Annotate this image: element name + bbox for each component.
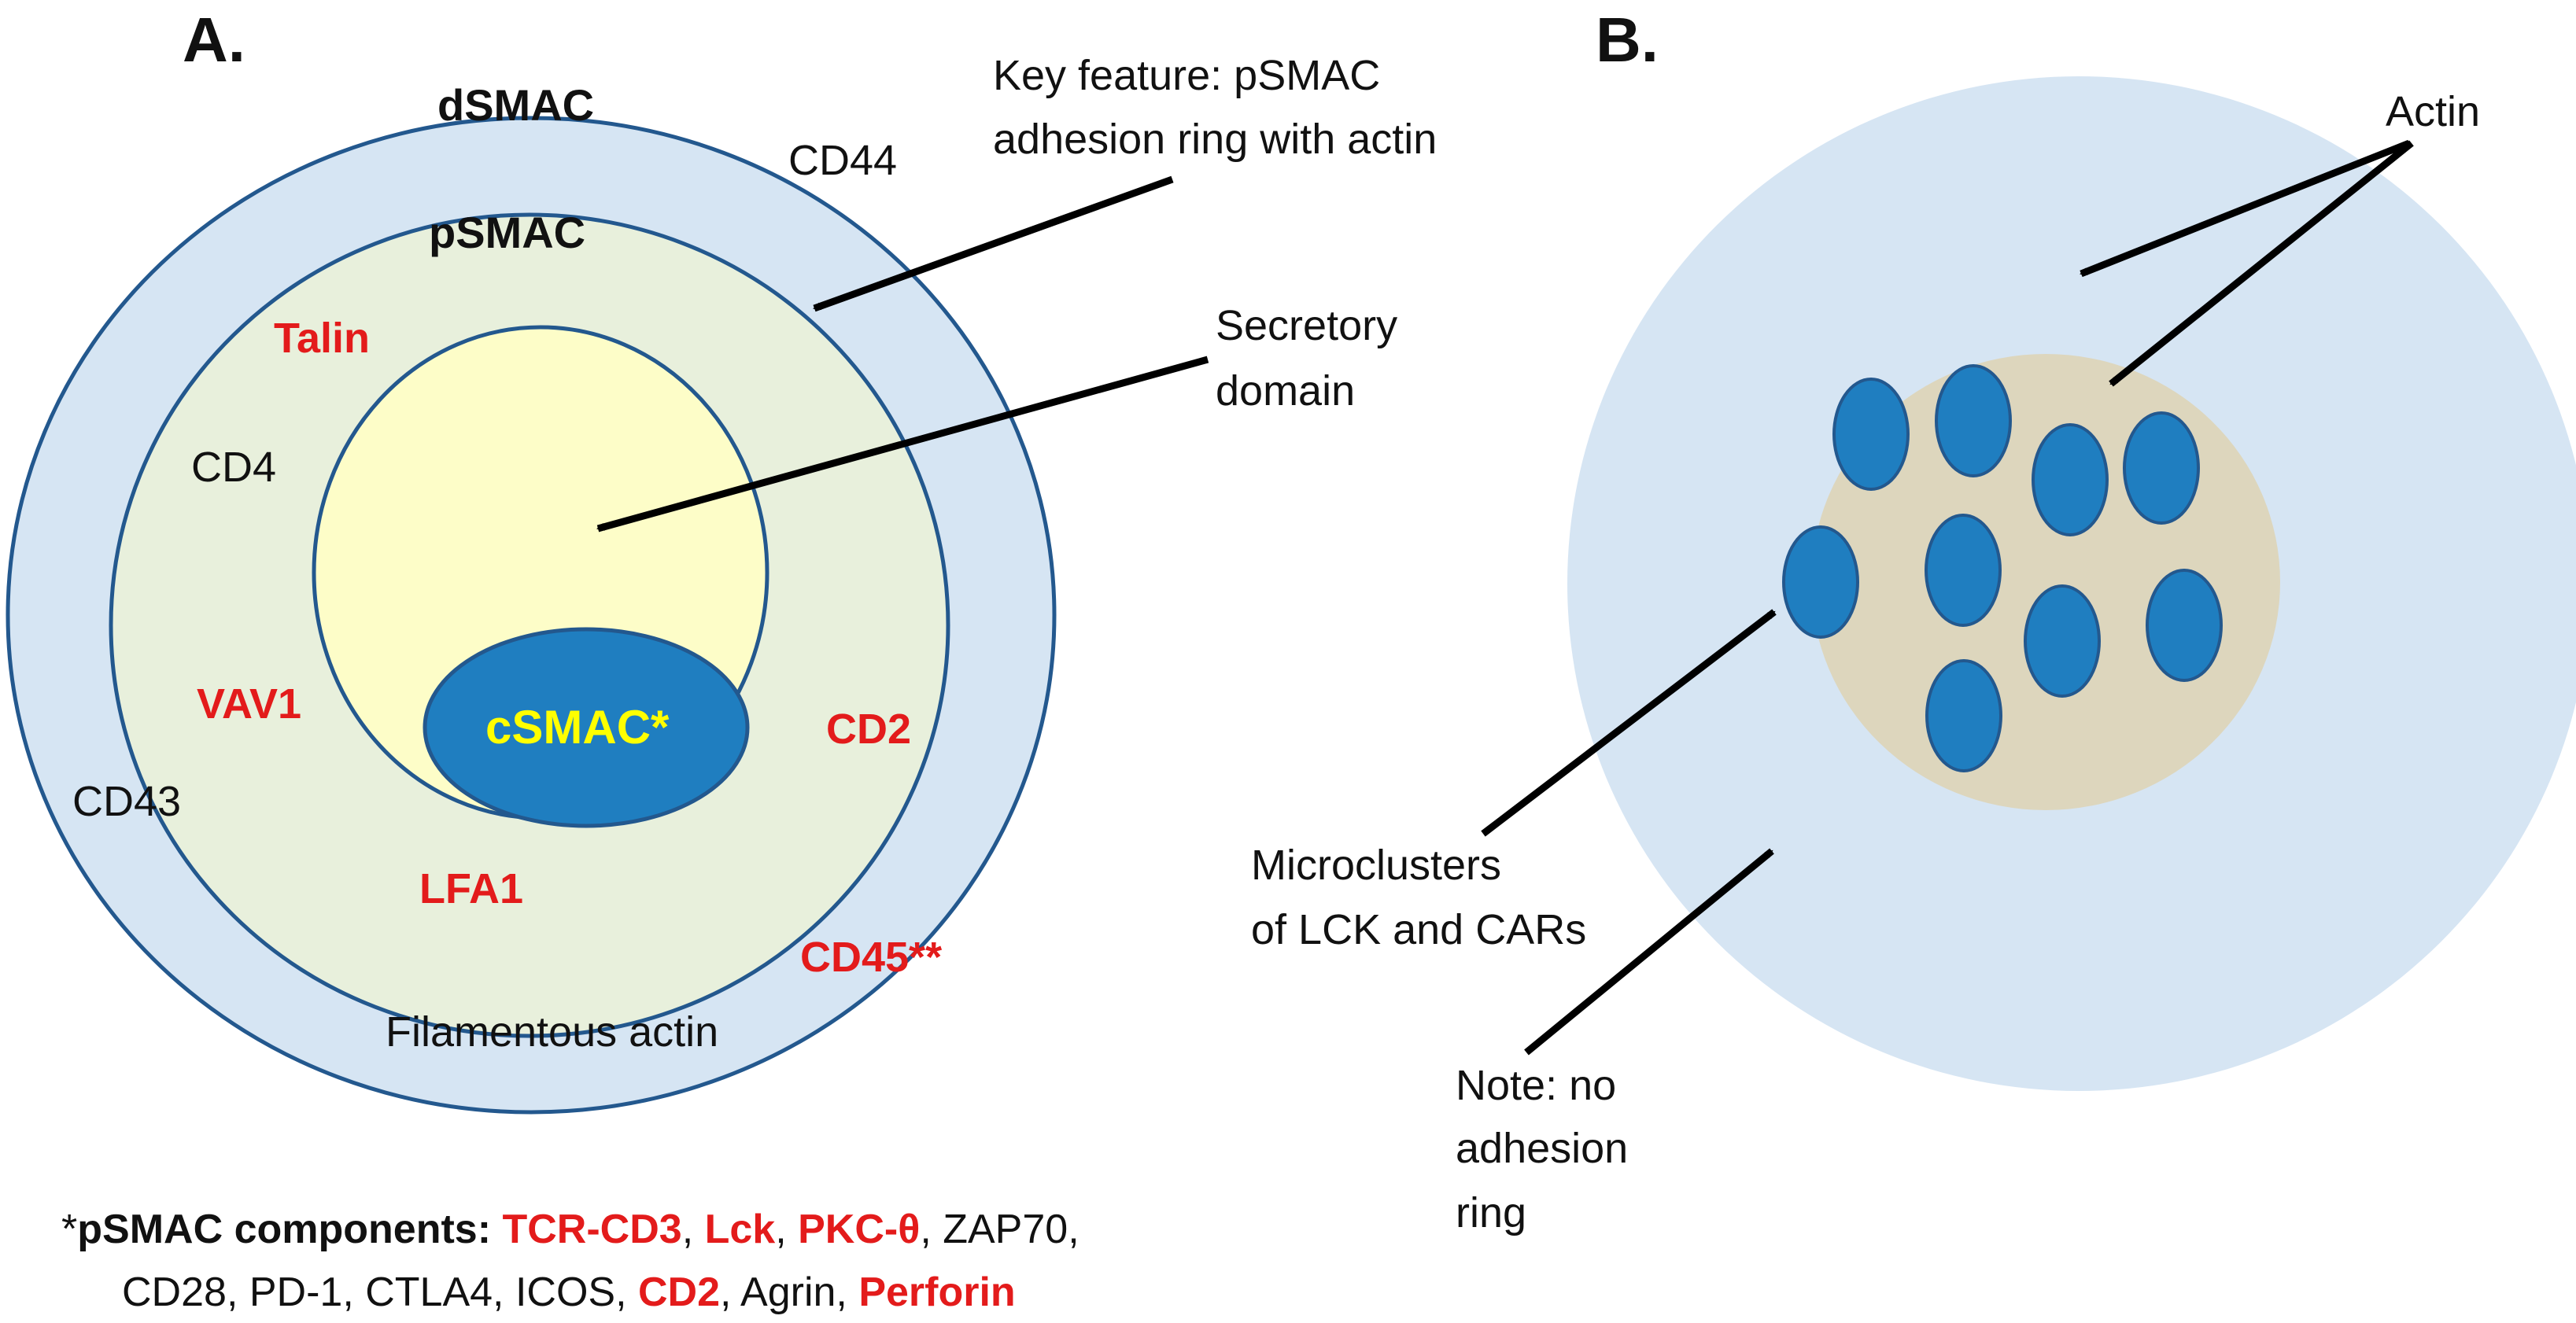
microcluster <box>1925 659 2002 772</box>
vav1-label: VAV1 <box>197 680 301 728</box>
footnote-item: CD28, PD-1, CTLA4, ICOS, <box>122 1270 638 1315</box>
footnote-item: , <box>775 1207 798 1252</box>
footnote-item: CD2 <box>638 1270 720 1315</box>
footnote-item: PKC-θ <box>798 1207 920 1252</box>
filamentous-actin-label: Filamentous actin <box>386 1008 718 1056</box>
csmac-disk <box>423 627 750 828</box>
lfa1-label: LFA1 <box>419 865 523 912</box>
psmac-label: pSMAC <box>429 208 585 257</box>
key-feature-arrow <box>813 175 1174 312</box>
key-feature-line2: adhesion ring with actin <box>993 116 1437 163</box>
cd45-label: CD45** <box>800 934 942 981</box>
microcluster <box>2032 423 2109 536</box>
footnote-line2-items: CD28, PD-1, CTLA4, ICOS, CD2, Agrin, Per… <box>122 1270 1016 1315</box>
microcluster <box>2024 584 2101 698</box>
note-arrow <box>1524 848 1774 1056</box>
panel-b: B. Actin Microclusters of LCK and CARs N… <box>1251 5 2576 1236</box>
csmac-label: cSMAC* <box>485 701 670 754</box>
footnote-item: , ZAP70, <box>920 1207 1079 1252</box>
secretory-arrow <box>596 356 1209 533</box>
microcluster <box>1782 525 1859 639</box>
actin-label: Actin <box>2386 88 2480 135</box>
microclusters <box>1782 364 2223 772</box>
footnote-item: Perforin <box>858 1270 1015 1315</box>
cd4-label: CD4 <box>191 444 276 491</box>
footnote-item: Lck <box>705 1207 776 1252</box>
note-line3: ring <box>1456 1189 1526 1236</box>
footnote-item: , Agrin, <box>720 1270 858 1315</box>
footnote-line1-items: TCR-CD3, Lck, PKC-θ, ZAP70, <box>502 1207 1079 1252</box>
microcluster <box>1832 378 1910 491</box>
cd43-label: CD43 <box>72 778 181 825</box>
footnote-item: TCR-CD3 <box>502 1207 681 1252</box>
footnote-star: * <box>61 1207 77 1252</box>
footnote-line2: CD28, PD-1, CTLA4, ICOS, CD2, Agrin, Per… <box>122 1270 1016 1315</box>
actin-arrow-lower <box>2109 140 2414 387</box>
footnote: *pSMAC components: TCR-CD3, Lck, PKC-θ, … <box>61 1207 1079 1315</box>
microclusters-line1: Microclusters <box>1251 842 1501 889</box>
note-line1: Note: no <box>1456 1062 1616 1109</box>
microclusters-arrow <box>1481 609 1777 837</box>
panel-b-label: B. <box>1596 5 1659 75</box>
panel-a-label: A. <box>183 5 245 75</box>
actin-arrow-upper <box>2080 139 2411 278</box>
microcluster <box>1925 514 2002 627</box>
talin-label: Talin <box>274 315 370 362</box>
cd2-label: CD2 <box>826 706 911 753</box>
key-feature-line1: Key feature: pSMAC <box>993 52 1380 99</box>
footnote-heading: pSMAC components: <box>77 1207 502 1252</box>
panel-a: A. dSMAC pSMAC cSMAC* CD44 Talin CD4 VAV… <box>6 5 1437 1115</box>
dsmac-label: dSMAC <box>437 80 594 130</box>
secretory-line1: Secretory <box>1216 302 1397 349</box>
microcluster <box>2123 411 2200 525</box>
secretory-line2: domain <box>1216 367 1355 415</box>
footnote-item: , <box>682 1207 705 1252</box>
footnote-line1: *pSMAC components: TCR-CD3, Lck, PKC-θ, … <box>61 1207 1079 1252</box>
microclusters-line2: of LCK and CARs <box>1251 906 1586 953</box>
cd44-label: CD44 <box>788 137 897 184</box>
microcluster <box>1935 364 2012 477</box>
note-line2: adhesion <box>1456 1125 1628 1172</box>
microcluster <box>2146 569 2223 682</box>
